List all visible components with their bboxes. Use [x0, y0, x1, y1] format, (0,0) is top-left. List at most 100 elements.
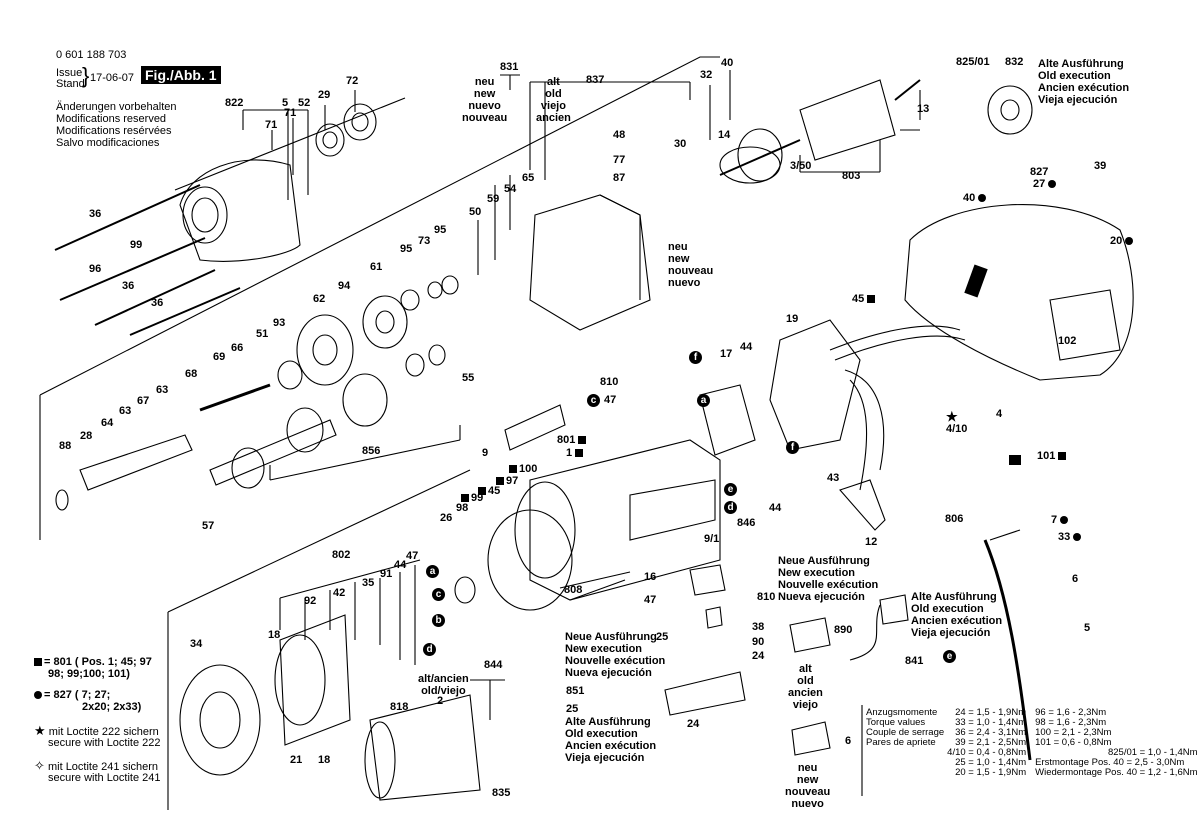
circle-letter-e-lower: e: [943, 650, 956, 663]
open-star-icon: ✧: [34, 758, 45, 773]
callout-21: 21: [290, 754, 303, 766]
callout-801: 801: [557, 435, 588, 446]
brace-glyph: }: [82, 63, 90, 88]
callout-101: 101: [1037, 451, 1068, 462]
square-marker-icon: [478, 487, 486, 496]
callout-44a: 44: [740, 341, 753, 353]
callout-100: 100: [509, 464, 537, 475]
callout-57: 57: [202, 520, 215, 532]
figure-tag: Fig./Abb. 1: [141, 66, 221, 84]
callout-34: 34: [190, 638, 203, 650]
circle-letter-e-mid: e: [724, 483, 737, 496]
callout-90: 90: [752, 636, 765, 648]
square-marker-icon: [461, 494, 469, 503]
callout-63a: 63: [156, 384, 169, 396]
callout-26: 26: [440, 512, 453, 524]
callout-62: 62: [313, 293, 326, 305]
callout-13: 13: [917, 103, 930, 115]
square-marker-icon: [867, 295, 876, 304]
callout-5: 5: [282, 97, 289, 109]
callout-71b: 71: [284, 107, 297, 119]
stand-label: Stand: [56, 78, 85, 90]
callout-98: 98: [456, 502, 469, 514]
callout-44b: 44: [769, 502, 782, 514]
callout-832: 832: [1005, 56, 1024, 68]
callout-825-01: 825/01: [956, 56, 990, 68]
legend-dot-827-line2: 2x20; 2x33): [82, 701, 142, 713]
callout-38: 38: [752, 621, 765, 633]
callout-36b: 36: [122, 280, 135, 292]
callout-95a: 95: [400, 243, 413, 255]
callout-52: 52: [298, 97, 311, 109]
callout-806: 806: [945, 513, 964, 525]
callout-844: 844: [484, 659, 503, 671]
dot-marker-icon: [1073, 533, 1082, 542]
callout-73: 73: [418, 235, 431, 247]
dot-marker-icon: [1125, 237, 1134, 246]
legend-dot-827: = 827 ( 7; 27;: [34, 689, 110, 701]
filled-star-icon: ★: [946, 409, 958, 424]
callout-61: 61: [370, 261, 383, 273]
callout-87: 87: [613, 172, 626, 184]
dot-marker-icon: [1060, 516, 1069, 525]
callout-5b: 5: [1084, 622, 1091, 634]
diagram-artwork: [39, 56, 1134, 810]
callout-803: 803: [842, 170, 861, 182]
legend-square-801-line2: 98; 99;100; 101): [48, 668, 130, 680]
callout-67: 67: [137, 395, 150, 407]
callout-42: 42: [333, 587, 346, 599]
callout-88: 88: [59, 440, 72, 452]
callout-20: 20: [1110, 236, 1135, 247]
callout-890: 890: [834, 624, 853, 636]
callout-18a: 18: [268, 629, 281, 641]
callout-55: 55: [462, 372, 475, 384]
callout-24a: 24: [752, 650, 765, 662]
callout-94: 94: [338, 280, 351, 292]
square-marker-icon: [575, 449, 584, 458]
callout-30: 30: [674, 138, 687, 150]
callout-64: 64: [101, 417, 114, 429]
callout-7: 7: [1051, 515, 1070, 526]
callout-35: 35: [362, 577, 375, 589]
callout-837: 837: [586, 74, 605, 86]
issue-date: 17-06-07: [90, 72, 135, 84]
frame-line-lower: [167, 469, 471, 613]
callout-48: 48: [613, 129, 626, 141]
callout-6b: 6: [845, 735, 852, 747]
callout-91: 91: [380, 568, 393, 580]
callout-17: 17: [720, 348, 733, 360]
issue-label: Issue: [56, 67, 83, 79]
dot-marker-icon: [1048, 180, 1057, 189]
callout-802: 802: [332, 549, 351, 561]
callout-68: 68: [185, 368, 198, 380]
callout-92: 92: [304, 595, 317, 607]
callout-77: 77: [613, 154, 626, 166]
callout-47a: 47: [604, 394, 617, 406]
callout-43: 43: [827, 472, 840, 484]
callout-24b: 24: [687, 718, 700, 730]
callout-1: 1: [566, 448, 585, 459]
callout-93: 93: [273, 317, 286, 329]
callout-44c: 44: [394, 559, 407, 571]
callout-2: 2: [437, 695, 444, 707]
square-marker-icon: [578, 436, 587, 445]
frame-line-upper: [39, 56, 720, 396]
callout-102: 102: [1058, 335, 1077, 347]
callout-36c: 36: [151, 297, 164, 309]
callout-97: 97: [496, 476, 518, 487]
legend-square-801: = 801 ( Pos. 1; 45; 97: [34, 656, 152, 668]
callout-54: 54: [504, 183, 517, 195]
circle-letter-f-mid: f: [786, 441, 799, 454]
circle-letter-c: c: [432, 588, 445, 601]
circle-letter-a: a: [426, 565, 439, 578]
part-number: 0 601 188 703: [56, 49, 127, 61]
callout-45b: 45: [478, 486, 500, 497]
callout-36a: 36: [89, 208, 102, 220]
callout-40r: 40: [963, 193, 988, 204]
